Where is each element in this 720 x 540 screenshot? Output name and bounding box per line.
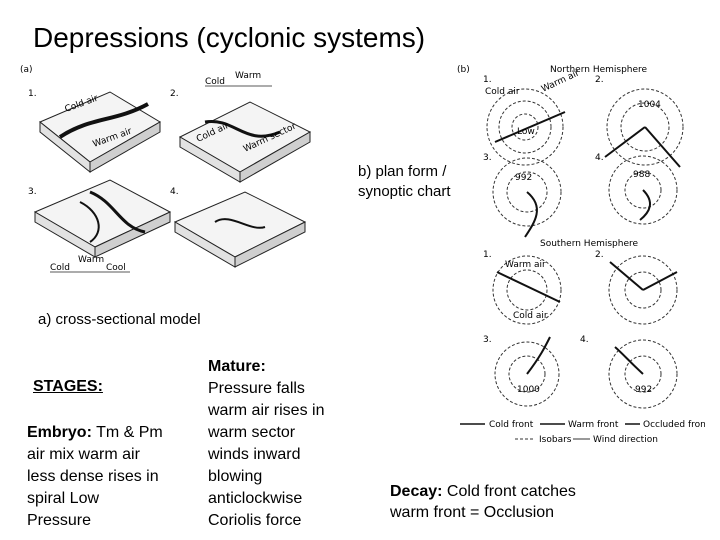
embryo-name: Embryo:: [27, 424, 92, 441]
north-label-isobar-3: 988: [633, 170, 650, 180]
mature-line4: winds inward: [208, 446, 301, 463]
south-step-1: 1.: [483, 250, 492, 260]
label-warm-3: Warm: [78, 255, 104, 265]
embryo-line4: spiral Low: [27, 490, 100, 507]
step-number-1: 1.: [28, 89, 37, 99]
label-cold-3: Cold: [50, 263, 70, 273]
south-label-cold-air: Cold air: [513, 311, 548, 321]
north-step-3: 3.: [483, 153, 492, 163]
mature-line1: Pressure falls: [208, 380, 305, 397]
synoptic-chart-diagram: (b) Northern Hemisphere 1. Cold air Warm…: [457, 65, 705, 445]
embryo-line5: Pressure: [27, 512, 92, 529]
south-step-2: 2.: [595, 250, 604, 260]
northern-hemisphere-heading: Northern Hemisphere: [550, 65, 648, 75]
diagram-a-panel-label: (a): [20, 65, 33, 75]
southern-hemisphere-heading: Southern Hemisphere: [540, 239, 639, 249]
mature-name: Mature:: [208, 358, 266, 375]
embryo-line2: air mix warm air: [27, 446, 140, 463]
legend-isobars: Isobars: [539, 435, 572, 445]
north-chart-1: 1. Cold air Warm air Low: [483, 68, 581, 166]
plan-form-label-line1: b) plan form /: [358, 163, 447, 180]
south-chart-2: 2.: [595, 250, 678, 325]
mature-line7: Coriolis force: [208, 512, 302, 529]
south-label-warm-air: Warm air: [505, 260, 546, 270]
chart-legend: Cold front Warm front Occluded front Iso…: [460, 420, 705, 445]
mature-line3: warm sector: [208, 424, 296, 441]
north-label-cold-air: Cold air: [485, 87, 520, 97]
plan-form-label-line2: synoptic chart: [358, 183, 451, 200]
north-step-2: 2.: [595, 75, 604, 85]
mature-line6: anticlockwise: [208, 490, 303, 507]
north-chart-3: 3. 992: [483, 153, 562, 238]
decay-name: Decay:: [390, 483, 443, 500]
embryo-line3: less dense rises in: [27, 468, 159, 485]
decay-line1: Cold front catches: [442, 483, 576, 500]
north-chart-4: 4. 988: [595, 153, 678, 225]
south-label-isobar-2: 992: [635, 385, 652, 395]
legend-occluded-front: Occluded front: [643, 420, 705, 430]
label-warm-2: Warm: [235, 71, 261, 81]
south-chart-1: 1. Warm air Cold air: [483, 250, 562, 325]
north-step-4: 4.: [595, 153, 604, 163]
label-cold-2: Cold: [205, 77, 225, 87]
south-chart-3: 3. 1000: [483, 335, 560, 407]
stages-heading: STAGES:: [33, 378, 103, 395]
legend-warm-front: Warm front: [568, 420, 619, 430]
mature-stage-text: Mature: Pressure falls warm air rises in…: [208, 356, 348, 532]
step-2-block: 2. Cold Warm Cold air Warm sector: [170, 71, 312, 183]
mature-line5: blowing: [208, 468, 263, 485]
south-chart-4: 4. 992: [580, 335, 678, 409]
north-label-isobar-1: 1004: [638, 100, 661, 110]
cross-section-diagram: (a) 1. Cold air Warm air 2. Cold Warm Co…: [20, 65, 312, 273]
legend-cold-front: Cold front: [489, 420, 534, 430]
mature-line2: warm air rises in: [208, 402, 325, 419]
step-3-block: 3. Cold Warm Cool: [28, 179, 172, 273]
step-1-block: 1. Cold air Warm air: [28, 89, 161, 174]
embryo-stage-text: Embryo: Tm & Pm air mix warm air less de…: [27, 422, 192, 532]
step-number-3: 3.: [28, 187, 37, 197]
south-step-4: 4.: [580, 335, 589, 345]
decay-stage-text: Decay: Cold front catches warm front = O…: [390, 481, 710, 523]
decay-line2: warm front = Occlusion: [390, 504, 555, 521]
north-label-low: Low: [517, 127, 535, 137]
legend-wind-direction: Wind direction: [593, 435, 658, 445]
north-label-isobar-2: 992: [515, 173, 532, 183]
label-cool-3: Cool: [106, 263, 126, 273]
plan-form-label: b) plan form / synoptic chart: [358, 162, 451, 202]
south-label-isobar-4: 1000: [517, 385, 540, 395]
north-chart-2: 2. 1004: [595, 75, 684, 168]
step-4-block: 4.: [170, 187, 307, 268]
cross-section-label: a) cross-sectional model: [38, 311, 201, 328]
page-title: Depressions (cyclonic systems): [33, 22, 426, 53]
south-step-3: 3.: [483, 335, 492, 345]
north-step-1: 1.: [483, 75, 492, 85]
step-number-4: 4.: [170, 187, 179, 197]
diagram-b-panel-label: (b): [457, 65, 470, 75]
embryo-line1: Tm & Pm: [91, 424, 163, 441]
step-number-2: 2.: [170, 89, 179, 99]
